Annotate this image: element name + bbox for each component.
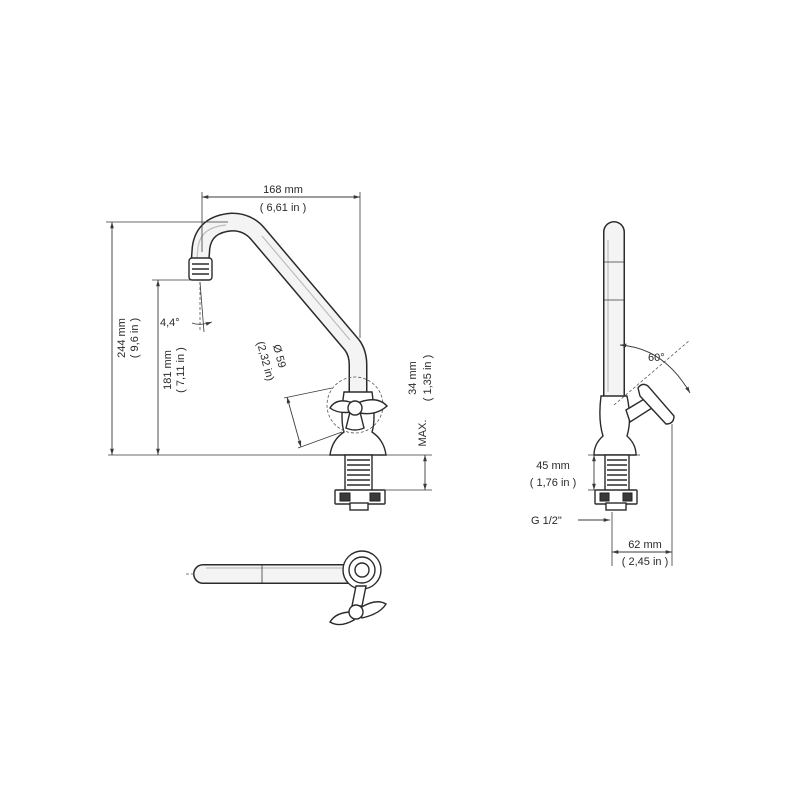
side-valve-body bbox=[593, 395, 637, 456]
side-view: 60° 45 mm ( 1,76 in ) G 1/2" 62 mm ( 2,4… bbox=[530, 221, 691, 568]
side-spout-tube bbox=[603, 221, 625, 409]
top-valve-body bbox=[342, 550, 382, 590]
dimension-spout-angle: 4,4° bbox=[160, 281, 213, 333]
counter-thickness-mm: 34 mm bbox=[407, 361, 419, 395]
cross-handle bbox=[329, 399, 388, 431]
threaded-shank bbox=[344, 454, 373, 492]
total-height-mm: 244 mm bbox=[116, 318, 128, 358]
spout-reach-in: ( 6,61 in ) bbox=[260, 202, 306, 214]
side-handle bbox=[625, 383, 675, 425]
dimension-base-diameter: Ø 59 (2,32 in) bbox=[254, 340, 343, 449]
dimension-total-height: 244 mm ( 9,6 in ) bbox=[106, 221, 228, 455]
dimension-thread: G 1/2" bbox=[531, 515, 610, 527]
shank-length-in: ( 1,76 in ) bbox=[530, 477, 576, 489]
spout-height-mm: 181 mm bbox=[162, 350, 174, 390]
depth-in: ( 2,45 in ) bbox=[622, 556, 668, 568]
top-spout-tube bbox=[186, 564, 362, 584]
handle-angle-label: 60° bbox=[648, 352, 665, 364]
dimension-counter-thickness: 34 mm ( 1,35 in ) MAX. bbox=[407, 355, 434, 490]
shank-length-mm: 45 mm bbox=[536, 460, 570, 472]
front-view: 168 mm ( 6,61 in ) 244 mm ( 9,6 in ) 181… bbox=[106, 184, 434, 511]
depth-mm: 62 mm bbox=[628, 539, 662, 551]
counter-thickness-in: ( 1,35 in ) bbox=[422, 355, 434, 401]
dimension-spout-height: 181 mm ( 7,11 in ) bbox=[152, 279, 196, 455]
counter-thickness-max: MAX. bbox=[417, 420, 429, 447]
dimension-spout-reach: 168 mm ( 6,61 in ) bbox=[201, 184, 361, 338]
side-mounting-nut bbox=[594, 489, 638, 511]
spout-angle-label: 4,4° bbox=[160, 317, 180, 329]
mounting-nut bbox=[334, 489, 386, 511]
total-height-in: ( 9,6 in ) bbox=[129, 318, 141, 358]
side-threaded-shank bbox=[604, 454, 630, 492]
dimension-handle-angle: 60° bbox=[613, 339, 691, 406]
top-cross-handle bbox=[329, 585, 387, 626]
dimension-shank-length: 45 mm ( 1,76 in ) bbox=[530, 455, 604, 491]
top-view bbox=[186, 550, 387, 626]
spout-height-in: ( 7,11 in ) bbox=[175, 347, 187, 393]
aerator bbox=[188, 257, 213, 281]
dimension-depth: 62 mm ( 2,45 in ) bbox=[611, 424, 673, 568]
spout-reach-mm: 168 mm bbox=[263, 184, 303, 196]
thread-label: G 1/2" bbox=[531, 515, 562, 527]
base-diameter-mm: Ø 59 bbox=[270, 343, 288, 369]
spout-tube bbox=[190, 212, 368, 402]
